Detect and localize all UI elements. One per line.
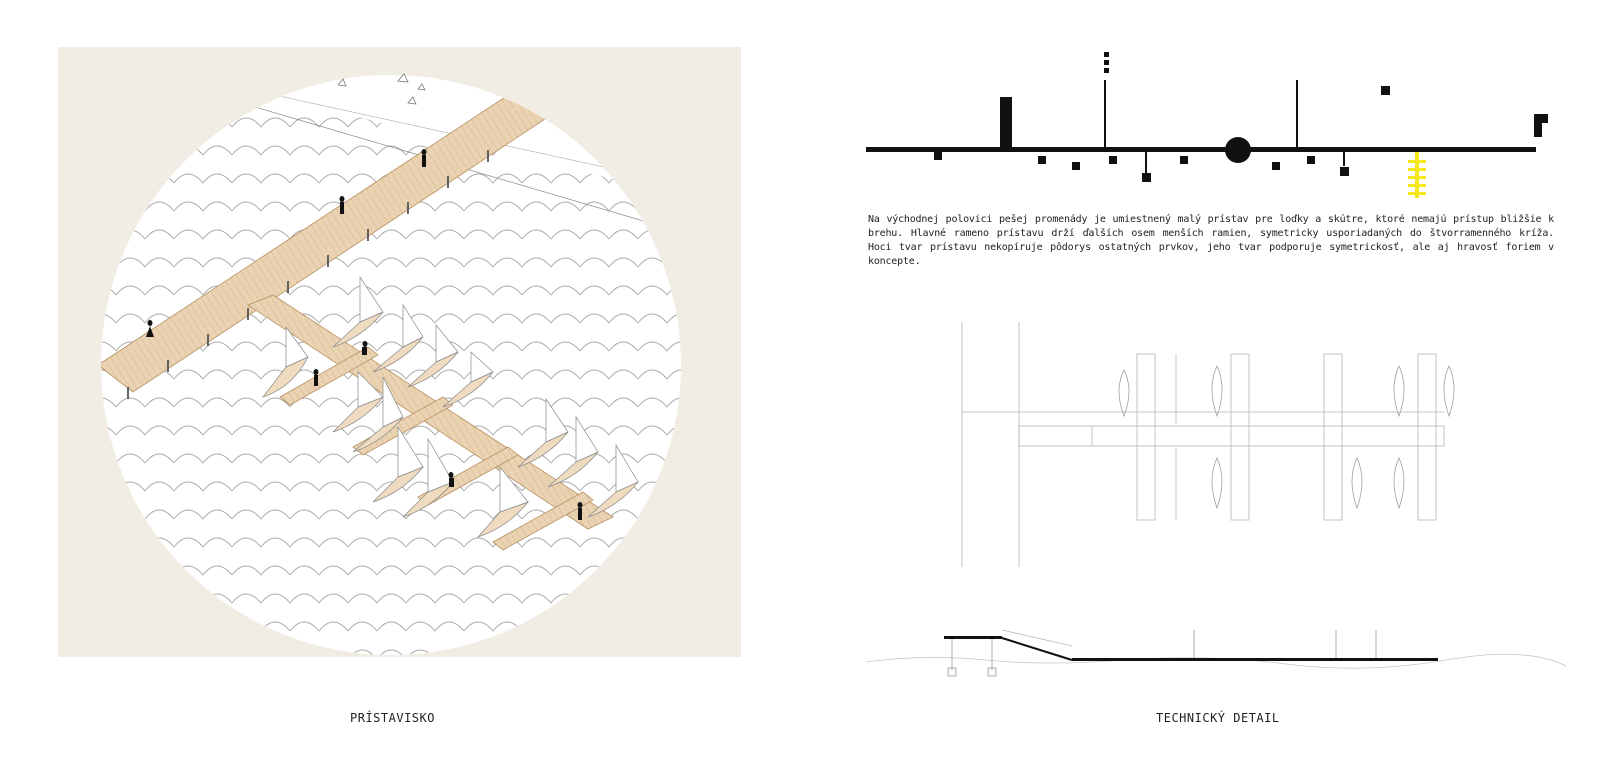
- caption-left: PRÍSTAVISKO: [350, 711, 435, 725]
- main-walkway: [1018, 425, 1445, 447]
- description-text: Na východnej polovici pešej promenády je…: [868, 214, 1554, 267]
- technical-section: [865, 629, 1567, 690]
- shore-marks: [337, 73, 426, 105]
- sailboat-icon: [547, 415, 599, 488]
- promenade-axis: [866, 147, 1536, 152]
- sailboat-icon: [402, 437, 455, 518]
- boat-outline-icon: [1211, 365, 1223, 418]
- boat-outline-icon: [1443, 365, 1455, 418]
- scheme-squares: [934, 152, 1349, 182]
- boat-outline-icon: [1351, 457, 1363, 510]
- floating-pontoon: [1072, 658, 1438, 661]
- scheme-diagram: [866, 52, 1548, 198]
- plan-boats: [1118, 365, 1455, 510]
- sailboat-icon: [262, 325, 309, 398]
- central-node: [1225, 137, 1251, 163]
- deck: [944, 636, 1002, 639]
- sailboat-icon: [407, 324, 459, 388]
- person-silhouette-icon: [362, 341, 368, 355]
- marina-highlight: [1408, 152, 1426, 198]
- sailboat-icon: [332, 275, 384, 348]
- marina-axonometric: [58, 47, 741, 657]
- boat-outline-icon: [1211, 457, 1223, 510]
- promenade-scheme: [866, 40, 1558, 210]
- section-drawing: [865, 629, 1567, 677]
- sailboat-icon: [372, 425, 425, 503]
- sailboat-icon: [517, 397, 569, 468]
- caption-right: TECHNICKÝ DETAIL: [1156, 711, 1280, 725]
- person-silhouette-icon: [339, 196, 345, 214]
- person-silhouette-icon: [146, 320, 154, 337]
- people: [146, 149, 583, 520]
- sailboat-icon: [587, 443, 639, 518]
- person-silhouette-icon: [448, 472, 454, 487]
- pier-piles: [127, 150, 489, 399]
- boat-outline-icon: [1393, 365, 1405, 418]
- person-silhouette-icon: [577, 502, 583, 520]
- sailboat-icon: [352, 376, 404, 453]
- plan-drawing: [961, 322, 1455, 567]
- sailboat-icon: [476, 466, 530, 538]
- sailboat-icon: [442, 351, 494, 408]
- sailboat-icon: [372, 303, 424, 373]
- technical-plan: [862, 322, 1564, 594]
- boat-outline-icon: [1393, 457, 1405, 510]
- boat-outline-icon: [1118, 369, 1130, 418]
- person-silhouette-icon: [421, 149, 427, 167]
- sailboats: [262, 275, 639, 538]
- person-silhouette-icon: [313, 369, 319, 386]
- marina-illustration: [58, 47, 741, 657]
